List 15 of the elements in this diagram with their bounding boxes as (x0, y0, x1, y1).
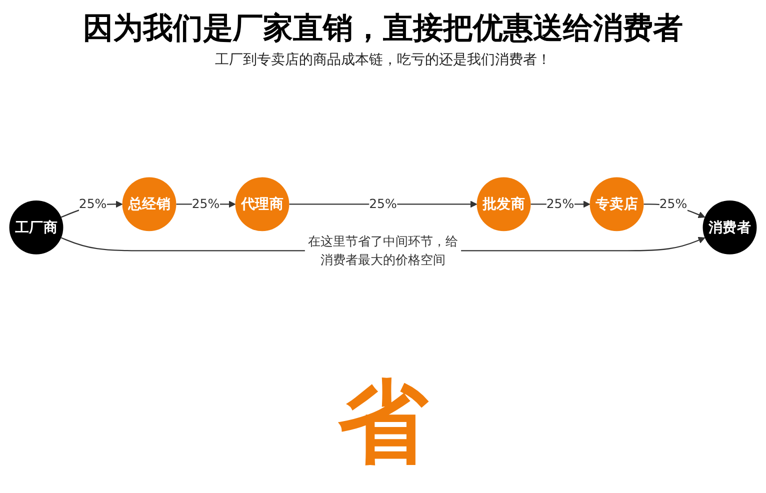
edge-label: 25% (546, 196, 574, 211)
node-circle: 总经销 (122, 176, 176, 231)
title: 因为我们是厂家直销，直接把优惠送给消费者 (82, 10, 684, 48)
node-circle: 消费者 (702, 200, 757, 254)
edge-label: 25% (369, 196, 397, 211)
node-circle: 代理商 (235, 176, 290, 231)
edge-label: 25% (659, 196, 688, 211)
edge-label: 25% (78, 196, 107, 211)
node-circle: 批发商 (476, 176, 531, 231)
edge-label: 在这里节省了中间环节，给消费者最大的价格空间 (308, 233, 458, 267)
big-character: 省 (337, 373, 430, 473)
subtitle: 工厂到专卖店的商品成本链，吃亏的还是我们消费者！ (214, 51, 552, 69)
edge-label: 25% (192, 196, 220, 211)
node-circle: 专卖店 (590, 176, 644, 231)
node-circle: 工厂商 (9, 200, 64, 254)
